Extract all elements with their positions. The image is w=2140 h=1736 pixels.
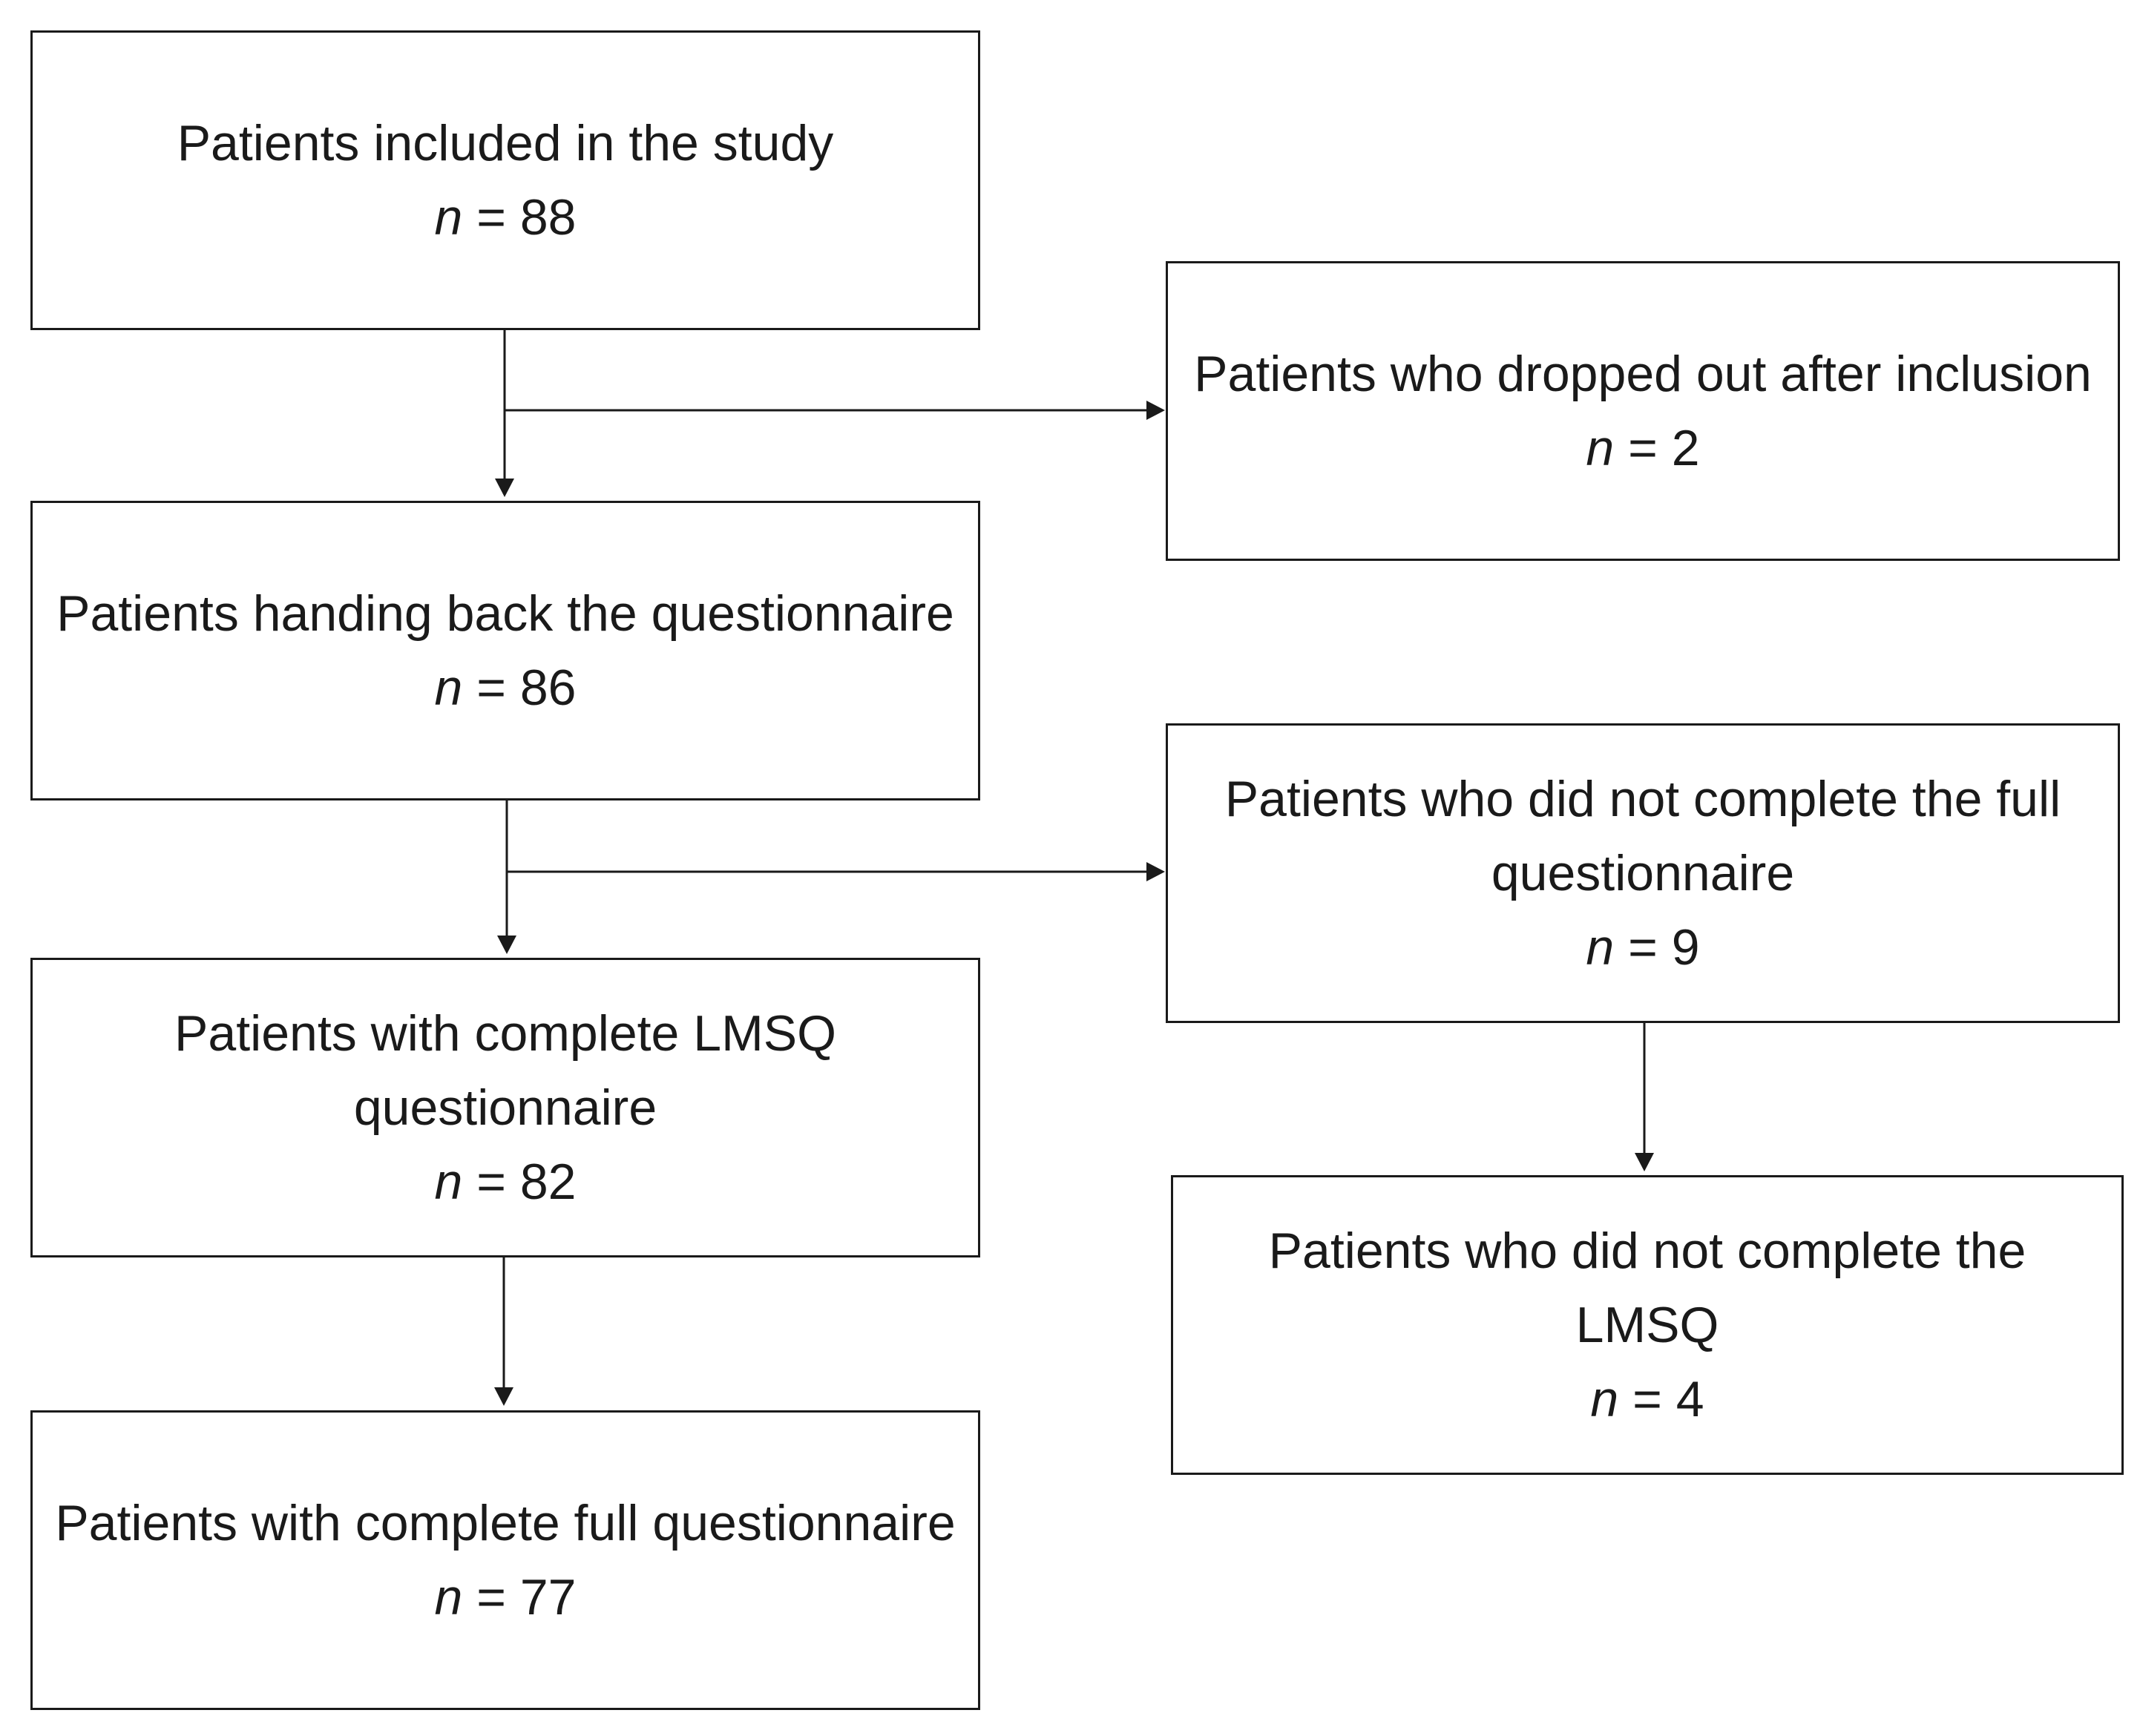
box-patients-complete-full: Patients with complete full questionnair… — [30, 1410, 980, 1710]
box-count: n = 77 — [435, 1560, 577, 1634]
box-patients-not-complete-full: Patients who did not complete the full q… — [1166, 723, 2120, 1023]
box-patients-dropped-out: Patients who dropped out after inclusion… — [1166, 261, 2120, 561]
n-symbol: n — [434, 660, 463, 716]
box-label: Patients who dropped out after inclusion — [1194, 346, 2092, 402]
n-symbol: n — [1586, 420, 1615, 476]
box-patients-complete-lmsq: Patients with complete LMSQ questionnair… — [30, 958, 980, 1257]
box-label: Patients handing back the questionnaire — [56, 585, 954, 642]
box-patients-included: Patients included in the study n = 88 — [30, 30, 980, 330]
n-value: = 2 — [1614, 420, 1700, 476]
n-value: = 9 — [1614, 919, 1700, 976]
n-symbol: n — [434, 1154, 463, 1210]
n-value: = 77 — [462, 1569, 577, 1625]
arrow-lmsq-to-full — [494, 1254, 513, 1406]
arrow-included-to-handed — [495, 330, 514, 497]
arrow-to-notfull — [507, 862, 1165, 881]
arrow-notfull-to-notlmsq — [1635, 1023, 1654, 1171]
box-count: n = 2 — [1586, 411, 1699, 485]
n-symbol: n — [434, 1569, 463, 1625]
n-symbol: n — [434, 189, 463, 246]
box-label: Patients with complete full questionnair… — [55, 1495, 956, 1551]
box-count: n = 4 — [1590, 1362, 1704, 1436]
box-label: Patients who did not complete the full q… — [1224, 771, 2061, 901]
box-label: Patients included in the study — [177, 115, 834, 171]
box-patients-not-complete-lmsq: Patients who did not complete the LMSQ n… — [1171, 1175, 2124, 1475]
n-symbol: n — [1590, 1371, 1619, 1427]
n-value: = 4 — [1618, 1371, 1704, 1427]
box-count: n = 88 — [435, 180, 577, 254]
n-value: = 86 — [462, 660, 577, 716]
n-value: = 82 — [462, 1154, 577, 1210]
arrow-handed-to-lmsq — [497, 800, 516, 954]
n-value: = 88 — [462, 189, 577, 246]
box-patients-handing-back: Patients handing back the questionnaire … — [30, 501, 980, 800]
box-count: n = 9 — [1586, 910, 1699, 984]
box-count: n = 82 — [435, 1145, 577, 1219]
box-label: Patients who did not complete the LMSQ — [1268, 1223, 2026, 1353]
n-symbol: n — [1586, 919, 1615, 976]
arrow-to-dropped — [505, 401, 1165, 420]
box-label: Patients with complete LMSQ questionnair… — [174, 1005, 836, 1136]
box-count: n = 86 — [435, 651, 577, 725]
